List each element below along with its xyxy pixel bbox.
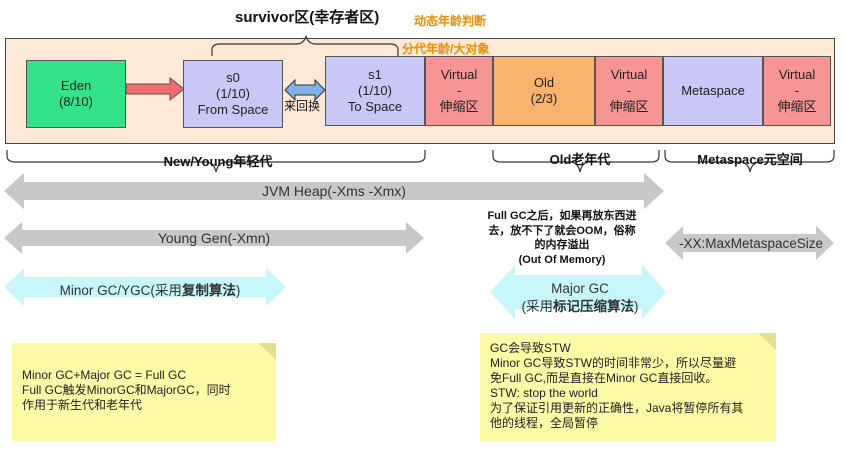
- old-ratio: (2/3): [530, 91, 558, 106]
- young-brace: [6, 150, 426, 173]
- major-gc-suffix: ): [634, 299, 639, 314]
- eden-name: Eden: [60, 78, 92, 93]
- major-gc-detail: (采用标记压缩算法): [500, 298, 660, 316]
- minor-gc-prefix: Minor GC/YGC(采用: [59, 283, 182, 298]
- note-line: 他的线程，全局暂停: [490, 416, 599, 430]
- old-brace: [492, 150, 660, 173]
- young-gen-label: Young Gen(-Xmn): [157, 230, 271, 246]
- minor-gc-suffix: ): [235, 283, 241, 298]
- oom-line: 去，放不下了就会OOM，俗称: [488, 224, 636, 237]
- max-metaspace-arrow: [665, 226, 834, 260]
- virtual-sub: 伸缩区: [439, 99, 479, 114]
- virtual-region-old: Virtual - 伸缩区: [595, 56, 663, 126]
- eden-ratio: (8/10): [59, 94, 93, 109]
- virtual-dash: -: [626, 83, 632, 98]
- virtual-region-meta: Virtual - 伸缩区: [763, 56, 831, 126]
- s0-role: From Space: [197, 102, 269, 117]
- major-gc-title: Major GC: [551, 281, 609, 296]
- oom-line: Full GC之后，如果再放东西进: [487, 210, 637, 222]
- s0-region: s0 (1/10) From Space: [183, 60, 283, 128]
- virtual-name: Virtual: [440, 67, 478, 82]
- survivor-title: survivor区(幸存者区): [235, 9, 380, 26]
- dynamic-age-label: 动态年龄判断: [414, 14, 487, 28]
- note-line: 为了保证引用更新的正确性，Java将暂停所有其: [490, 401, 744, 415]
- s1-role: To Space: [347, 99, 403, 114]
- major-gc-algorithm: 标记压缩算法: [553, 299, 634, 314]
- virtual-name: Virtual: [778, 67, 816, 82]
- old-name: Old: [533, 75, 555, 90]
- meta-section-label: Metaspace元空间: [697, 152, 803, 167]
- note-full-gc: Minor GC+Major GC = Full GC Full GC触发Min…: [12, 343, 276, 441]
- old-region: Old (2/3): [493, 56, 595, 126]
- note-stw: GC会导致STW Minor GC导致STW的时间非常少，所以尽量避 免Full…: [480, 333, 776, 441]
- oom-line: (Out Of Memory): [518, 253, 606, 266]
- jvm-heap-label: JVM Heap(-Xms -Xmx): [262, 183, 406, 199]
- major-gc-prefix: (采用: [521, 299, 554, 314]
- virtual-region-young: Virtual - 伸缩区: [425, 56, 493, 126]
- s1-region: s1 (1/10) To Space: [325, 56, 425, 126]
- virtual-dash: -: [794, 83, 800, 98]
- young-gen-arrow: [4, 222, 424, 254]
- old-section-label: Old老年代: [549, 152, 611, 167]
- oom-text: Full GC之后，如果再放东西进 去，放不下了就会OOM，俗称 的内存溢出 (…: [472, 209, 652, 267]
- virtual-sub: 伸缩区: [777, 99, 817, 114]
- swap-label: 来回换: [284, 99, 321, 113]
- virtual-sub: 伸缩区: [609, 99, 649, 114]
- s1-ratio: (1/10): [358, 83, 392, 98]
- eden-region: Eden (8/10): [26, 60, 126, 128]
- jvm-heap-arrow: [4, 173, 664, 209]
- note-line: 免Full GC,而是直接在Minor GC直接回收。: [490, 371, 718, 385]
- young-section-label: New/Young年轻代: [163, 154, 273, 169]
- metaspace-region: Metaspace: [663, 56, 763, 126]
- s0-ratio: (1/10): [216, 86, 250, 101]
- meta-brace: [664, 150, 835, 173]
- minor-gc-label: Minor GC/YGC(采用复制算法): [40, 279, 260, 299]
- virtual-dash: -: [456, 83, 462, 98]
- oom-line: 的内存溢出: [534, 239, 590, 251]
- s0-name: s0: [226, 70, 240, 85]
- survivor-brace: [211, 35, 399, 56]
- note-line: 作用于新生代和老年代: [22, 398, 143, 412]
- metaspace-name: Metaspace: [681, 83, 745, 98]
- minor-gc-arrow: [4, 268, 286, 306]
- note-line: STW: stop the world: [490, 386, 598, 400]
- major-gc-label: Major GC (采用标记压缩算法): [500, 280, 660, 316]
- note-line: Full GC触发MinorGC和MajorGC，同时: [22, 383, 231, 397]
- max-metaspace-label: -XX:MaxMetaspaceSize: [678, 236, 824, 251]
- virtual-name: Virtual: [610, 67, 648, 82]
- eden-to-s0-arrow: [125, 76, 185, 102]
- s1-name: s1: [368, 67, 382, 82]
- minor-gc-algorithm: 复制算法: [181, 283, 236, 298]
- note-line: GC会导致STW: [490, 341, 571, 355]
- generational-age-label: 分代年龄/大对象: [402, 42, 490, 56]
- note-line: Minor GC+Major GC = Full GC: [22, 368, 187, 382]
- major-gc-arrow: [490, 265, 666, 319]
- note-line: Minor GC导致STW的时间非常少，所以尽量避: [490, 356, 737, 370]
